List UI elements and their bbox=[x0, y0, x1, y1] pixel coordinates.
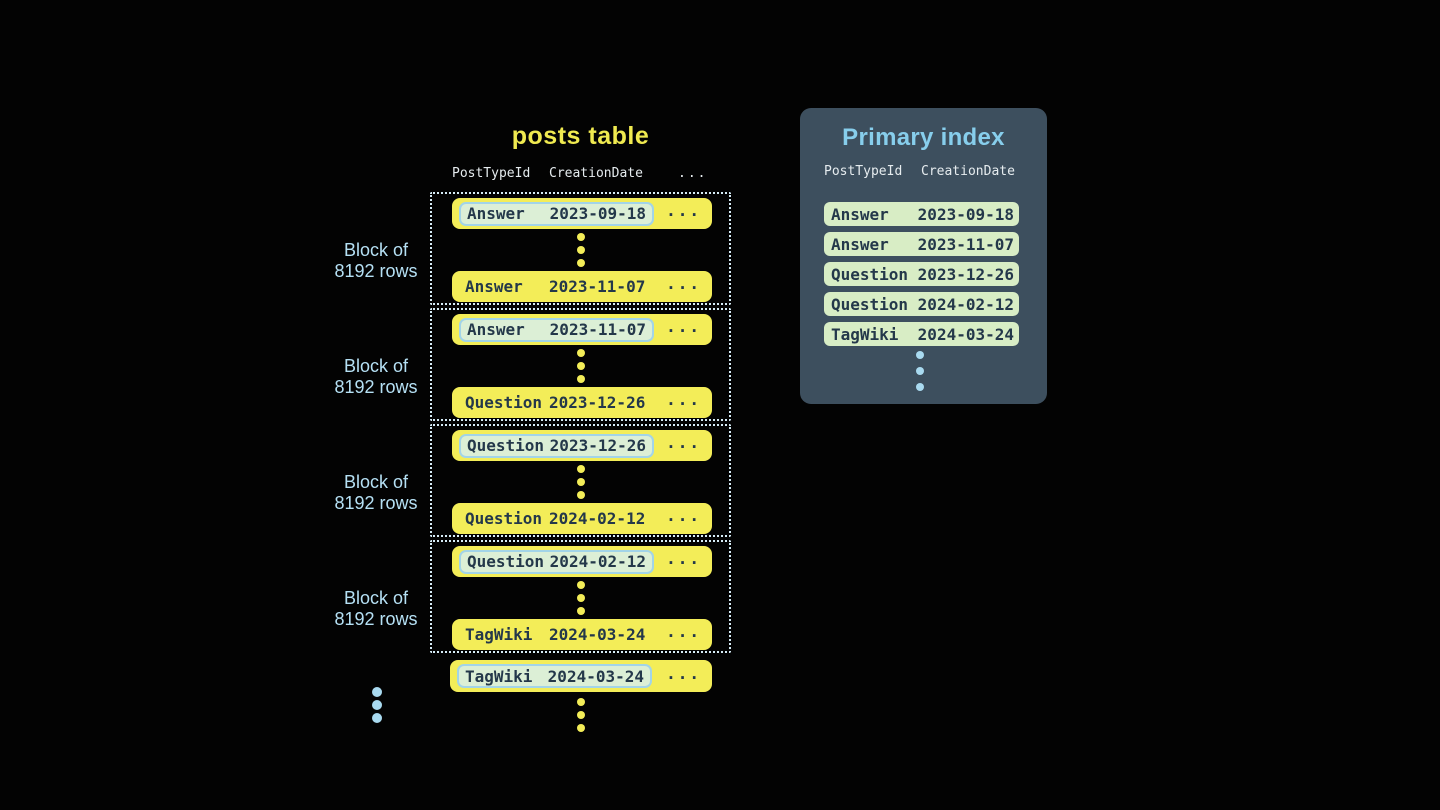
row-ellipsis: ... bbox=[666, 317, 701, 336]
cell-posttypeid: Answer bbox=[831, 234, 889, 254]
block-size-label-3: Block of 8192 rows bbox=[296, 472, 456, 514]
table-row-block2-first: Answer 2023-11-07 ... bbox=[452, 314, 712, 345]
block-label-line1: Block of bbox=[343, 472, 409, 492]
block-label-line2: 8192 rows bbox=[334, 261, 418, 281]
index-entry: Question 2023-12-26 bbox=[824, 262, 1019, 286]
indexed-entry-highlight: Answer 2023-11-07 bbox=[459, 317, 654, 342]
cell-creationdate: 2024-03-24 bbox=[917, 324, 1014, 344]
row-ellipsis: ... bbox=[666, 549, 701, 568]
vertical-dots-more-rows bbox=[577, 698, 585, 732]
primary-index-title: Primary index bbox=[842, 124, 1005, 151]
block-label-line1: Block of bbox=[343, 588, 409, 608]
row-ellipsis: ... bbox=[666, 506, 701, 525]
posts-column-header-ellipsis: ... bbox=[678, 166, 708, 181]
index-column-header-creationdate: CreationDate bbox=[921, 164, 1015, 179]
index-column-header-posttypeid: PostTypeId bbox=[824, 164, 903, 179]
row-ellipsis: ... bbox=[666, 664, 701, 683]
cell-creationdate: 2023-12-26 bbox=[917, 264, 1014, 284]
cell-creationdate: 2024-02-12 bbox=[549, 552, 646, 571]
block-4: Question 2024-02-12 ... TagWiki 2024-03-… bbox=[430, 540, 731, 653]
cell-posttypeid: Question bbox=[831, 294, 909, 314]
cell-posttypeid: Answer bbox=[831, 204, 889, 224]
cell-creationdate: 2023-11-07 bbox=[549, 277, 646, 296]
cell-creationdate: 2024-02-12 bbox=[917, 294, 1014, 314]
cell-creationdate: 2024-02-12 bbox=[549, 509, 646, 528]
table-row-block1-first: Answer 2023-09-18 ... bbox=[452, 198, 712, 229]
table-row-block1-last: Answer 2023-11-07 ... bbox=[452, 271, 712, 302]
primary-index-panel: Primary index PostTypeId CreationDate An… bbox=[800, 108, 1047, 404]
row-text: Answer 2023-11-07 bbox=[465, 277, 647, 296]
cell-posttypeid: TagWiki bbox=[465, 625, 533, 644]
posts-table-title: posts table bbox=[511, 122, 650, 150]
indexed-entry-highlight: TagWiki 2024-03-24 bbox=[457, 664, 652, 688]
cell-posttypeid: Question bbox=[465, 393, 543, 412]
row-ellipsis: ... bbox=[666, 390, 701, 409]
table-row-block3-first: Question 2023-12-26 ... bbox=[452, 430, 712, 461]
row-ellipsis: ... bbox=[666, 622, 701, 641]
vertical-dots-more-blocks bbox=[372, 687, 382, 723]
block-size-label-1: Block of 8192 rows bbox=[296, 240, 456, 282]
cell-posttypeid: TagWiki bbox=[465, 666, 533, 686]
row-ellipsis: ... bbox=[666, 274, 701, 293]
cell-posttypeid: Question bbox=[467, 552, 545, 571]
table-row-next-block-first: TagWiki 2024-03-24 ... bbox=[450, 660, 712, 692]
indexed-entry-highlight: Question 2024-02-12 bbox=[459, 549, 654, 574]
cell-posttypeid: TagWiki bbox=[831, 324, 899, 344]
vertical-dots-rows-omitted bbox=[577, 465, 585, 499]
block-size-label-4: Block of 8192 rows bbox=[296, 588, 456, 630]
block-2: Answer 2023-11-07 ... Question 2023-12-2… bbox=[430, 308, 731, 421]
table-row-block4-first: Question 2024-02-12 ... bbox=[452, 546, 712, 577]
cell-posttypeid: Question bbox=[467, 436, 545, 455]
block-label-line2: 8192 rows bbox=[334, 377, 418, 397]
cell-creationdate: 2023-09-18 bbox=[917, 204, 1014, 224]
block-3: Question 2023-12-26 ... Question 2024-02… bbox=[430, 424, 731, 537]
table-row-block3-last: Question 2024-02-12 ... bbox=[452, 503, 712, 534]
cell-creationdate: 2023-09-18 bbox=[549, 204, 646, 223]
block-1: Answer 2023-09-18 ... Answer 2023-11-07 … bbox=[430, 192, 731, 305]
table-row-block2-last: Question 2023-12-26 ... bbox=[452, 387, 712, 418]
cell-posttypeid: Question bbox=[465, 509, 543, 528]
index-entry: TagWiki 2024-03-24 bbox=[824, 322, 1019, 346]
indexed-entry-highlight: Answer 2023-09-18 bbox=[459, 201, 654, 226]
block-size-label-2: Block of 8192 rows bbox=[296, 356, 456, 398]
posts-column-header-creationdate: CreationDate bbox=[549, 166, 643, 181]
cell-creationdate: 2023-11-07 bbox=[549, 320, 646, 339]
row-ellipsis: ... bbox=[666, 433, 701, 452]
vertical-dots-more-index-entries bbox=[916, 351, 924, 391]
row-ellipsis: ... bbox=[666, 201, 701, 220]
index-entry: Answer 2023-09-18 bbox=[824, 202, 1019, 226]
cell-posttypeid: Answer bbox=[467, 320, 525, 339]
cell-creationdate: 2024-03-24 bbox=[549, 625, 646, 644]
cell-creationdate: 2023-12-26 bbox=[549, 436, 646, 455]
vertical-dots-rows-omitted bbox=[577, 349, 585, 383]
indexed-entry-highlight: Question 2023-12-26 bbox=[459, 433, 654, 458]
cell-creationdate: 2023-12-26 bbox=[549, 393, 646, 412]
cell-posttypeid: Answer bbox=[465, 277, 523, 296]
block-label-line2: 8192 rows bbox=[334, 609, 418, 629]
row-text: Question 2023-12-26 bbox=[465, 393, 647, 412]
vertical-dots-rows-omitted bbox=[577, 581, 585, 615]
block-label-line1: Block of bbox=[343, 356, 409, 376]
cell-posttypeid: Question bbox=[831, 264, 909, 284]
block-label-line2: 8192 rows bbox=[334, 493, 418, 513]
row-text: TagWiki 2024-03-24 bbox=[465, 625, 647, 644]
index-entry: Answer 2023-11-07 bbox=[824, 232, 1019, 256]
index-entry: Question 2024-02-12 bbox=[824, 292, 1019, 316]
vertical-dots-rows-omitted bbox=[577, 233, 585, 267]
posts-column-header-posttypeid: PostTypeId bbox=[452, 166, 531, 181]
cell-posttypeid: Answer bbox=[467, 204, 525, 223]
table-row-block4-last: TagWiki 2024-03-24 ... bbox=[452, 619, 712, 650]
cell-creationdate: 2023-11-07 bbox=[917, 234, 1014, 254]
row-text: Question 2024-02-12 bbox=[465, 509, 647, 528]
cell-creationdate: 2024-03-24 bbox=[547, 666, 644, 686]
block-label-line1: Block of bbox=[343, 240, 409, 260]
